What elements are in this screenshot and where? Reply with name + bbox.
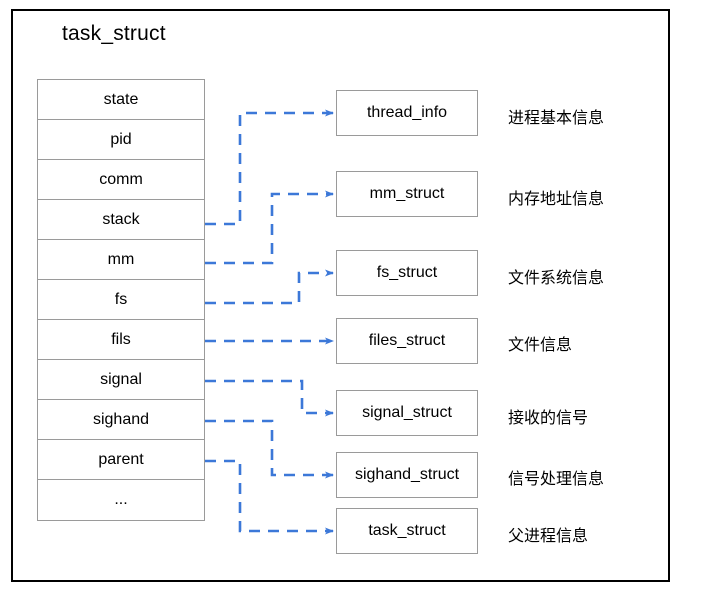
ref-box-label: files_struct (368, 332, 446, 349)
struct-field-row: fils (38, 320, 204, 360)
struct-field-label: sighand (92, 410, 150, 428)
struct-field-row: stack (38, 200, 204, 240)
struct-field-row: fs (38, 280, 204, 320)
task-struct-field-table: state pid comm stack mm fs fils signal s… (37, 79, 205, 521)
struct-field-row: ... (38, 480, 204, 520)
ref-box-sighand-struct: sighand_struct (336, 452, 478, 498)
struct-field-row: state (38, 80, 204, 120)
annotation-sighand-struct: 信号处理信息 (508, 471, 605, 488)
ref-box-label: signal_struct (362, 404, 452, 421)
struct-field-label: parent (98, 450, 144, 468)
ref-box-fs-struct: fs_struct (336, 250, 478, 296)
annotation-thread-info: 进程基本信息 (508, 110, 605, 127)
struct-field-row: comm (38, 160, 204, 200)
page-title: task_struct (62, 22, 166, 45)
struct-field-label: signal (100, 370, 142, 388)
struct-field-label: pid (110, 130, 132, 148)
ref-box-label: mm_struct (369, 185, 445, 202)
diagram-frame (11, 9, 670, 582)
ref-box-files-struct: files_struct (336, 318, 478, 364)
ref-box-label: thread_info (366, 104, 448, 121)
struct-field-row: parent (38, 440, 204, 480)
annotation-signal-struct: 接收的信号 (508, 410, 589, 427)
struct-field-row: pid (38, 120, 204, 160)
struct-field-row: sighand (38, 400, 204, 440)
ref-box-label: task_struct (368, 522, 446, 539)
struct-field-row: mm (38, 240, 204, 280)
ref-box-mm-struct: mm_struct (336, 171, 478, 217)
annotation-mm-struct: 内存地址信息 (508, 191, 605, 208)
annotation-fs-struct: 文件系统信息 (508, 270, 605, 287)
struct-field-label: ... (114, 491, 128, 508)
ref-box-label: sighand_struct (354, 466, 460, 483)
struct-field-row: signal (38, 360, 204, 400)
struct-field-label: comm (99, 170, 143, 188)
struct-field-label: fs (114, 290, 128, 308)
ref-box-task-struct: task_struct (336, 508, 478, 554)
struct-field-label: mm (107, 250, 135, 268)
struct-field-label: stack (102, 210, 140, 228)
struct-field-label: state (103, 90, 139, 108)
ref-box-label: fs_struct (376, 264, 438, 281)
ref-box-signal-struct: signal_struct (336, 390, 478, 436)
annotation-files-struct: 文件信息 (508, 337, 573, 354)
struct-field-label: fils (111, 330, 131, 348)
ref-box-thread-info: thread_info (336, 90, 478, 136)
annotation-task-struct: 父进程信息 (508, 528, 589, 545)
